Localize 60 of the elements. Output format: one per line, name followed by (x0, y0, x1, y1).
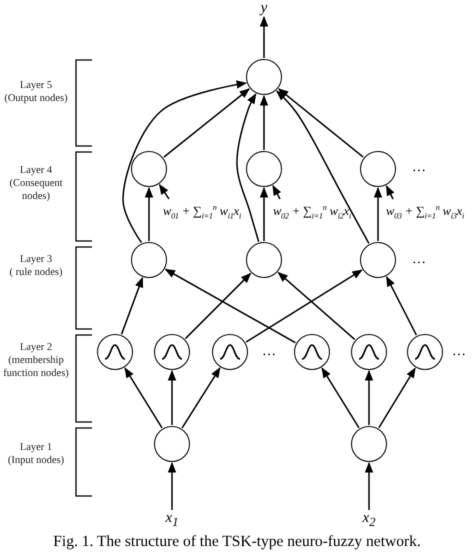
arrow (364, 462, 374, 510)
arrow (378, 367, 416, 428)
consequent-node (246, 151, 282, 187)
ellipsis: … (452, 344, 467, 360)
arrow (182, 367, 220, 428)
membership-function-node (97, 334, 133, 370)
figure-caption: Fig. 1. The structure of the TSK-type neuro-fuzzy network. (52, 533, 422, 551)
consequent-formula: w$_{01}$ + ∑$_{i=1}$$^{n}$ w$_{i1}$x$_{i}$ (162, 204, 242, 220)
ellipsis: … (262, 344, 277, 360)
arrow (168, 370, 176, 425)
arrow (278, 272, 356, 340)
curved-arrow (236, 93, 260, 242)
arrow (260, 94, 268, 150)
membership-function-node (212, 334, 248, 370)
arrow (158, 184, 170, 200)
layer-label: Layer 2 (18, 342, 54, 355)
membership-function-node (351, 334, 387, 370)
layer-label: ( rule nodes) (8, 267, 64, 280)
arrow (260, 186, 268, 241)
arrow (278, 88, 364, 158)
input-node (154, 426, 190, 462)
arrow (246, 269, 363, 343)
variable-label: x$_{1}$ (166, 511, 178, 529)
curved-arrow (122, 80, 248, 243)
consequent-node (360, 151, 396, 187)
arrow (144, 186, 154, 241)
arrow (184, 272, 252, 340)
arrow (386, 276, 418, 336)
layer-label: Layer 4 (18, 165, 54, 178)
consequent-node (131, 151, 167, 187)
arrow (163, 88, 250, 158)
membership-function-node (294, 334, 330, 370)
arrow (168, 462, 176, 510)
membership-function-node (407, 334, 443, 370)
input-node (351, 426, 387, 462)
layer-label: (membership function nodes) (2, 355, 70, 380)
ellipsis: … (412, 160, 427, 176)
arrow (386, 185, 394, 200)
arrow (164, 268, 296, 344)
arrow (364, 370, 374, 425)
layer-label: Layer 1 (18, 442, 54, 455)
layer-label: Layer 3 (18, 254, 54, 267)
curved-arrow (276, 90, 370, 244)
output-node (246, 59, 282, 95)
variable-label: y (260, 0, 268, 16)
arrow (374, 186, 382, 241)
layer-label: (Consequent nodes) (8, 178, 64, 204)
arrow (124, 367, 163, 428)
consequent-formula: w$_{02}$ + ∑$_{i=1}$$^{n}$ w$_{i2}$x$_{i}$ (272, 204, 352, 220)
arrow (321, 367, 360, 428)
consequent-formula: w$_{03}$ + ∑$_{i=1}$$^{n}$ w$_{i3}$x$_{i}$ (386, 204, 464, 220)
arrow (272, 184, 282, 200)
layer-label: (Output nodes) (3, 93, 69, 106)
layer-label: (Input nodes) (6, 455, 66, 468)
variable-label: x$_{2}$ (362, 511, 376, 529)
layer-label: Layer 5 (18, 80, 54, 93)
membership-function-node (154, 334, 190, 370)
arrow (260, 16, 268, 58)
ellipsis: … (412, 252, 427, 268)
arrow (120, 276, 144, 334)
